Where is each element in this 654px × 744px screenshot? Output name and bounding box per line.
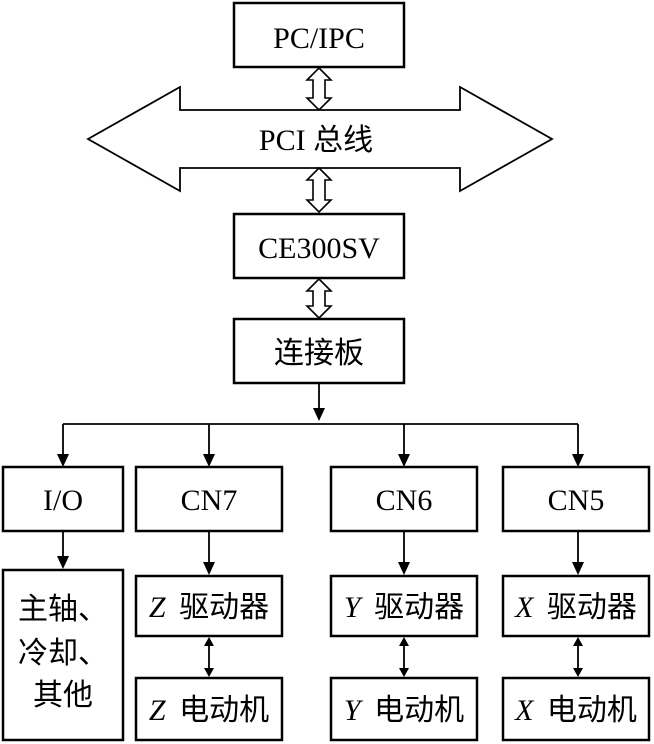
svg-text:Z 驱动器: Z 驱动器 xyxy=(149,591,269,624)
cn7-down-arrowhead xyxy=(203,562,215,575)
svg-text:Y 驱动器: Y 驱动器 xyxy=(344,591,464,624)
y-driver-block: Y 驱动器 xyxy=(329,574,479,638)
x-driver-label: 驱动器 xyxy=(547,591,637,624)
ce300sv-label: CE300SV xyxy=(258,232,380,265)
y-driver-motor-double-arrow xyxy=(399,637,409,677)
pci-bus-arrow: PCI 总线 xyxy=(86,85,554,193)
branch-cn6-arrowhead xyxy=(398,454,410,467)
svg-text:X 电动机: X 电动机 xyxy=(514,694,637,727)
port-cn7-label: CN7 xyxy=(181,484,238,517)
pci-bus-label: PCI 总线 xyxy=(259,124,373,157)
x-motor-label: 电动机 xyxy=(547,694,637,727)
board-down-arrowhead xyxy=(313,408,325,421)
port-cn6-label: CN6 xyxy=(376,484,433,517)
z-driver-axis: Z xyxy=(149,591,166,624)
connection-board-block: 连接板 xyxy=(232,317,406,385)
io-targets-block: 主轴、 冷却、 其他 xyxy=(1,568,125,742)
bus-card-double-arrow xyxy=(305,166,333,214)
card-board-double-arrow xyxy=(305,277,333,320)
z-driver-label: 驱动器 xyxy=(179,591,269,624)
io-target-line-2: 冷却、 xyxy=(18,637,108,670)
ce300sv-block: CE300SV xyxy=(232,212,406,280)
x-driver-axis: X xyxy=(514,591,535,624)
port-cn7-block: CN7 xyxy=(134,465,284,533)
x-driver-motor-double-arrow xyxy=(573,637,583,677)
svg-text:Y 电动机: Y 电动机 xyxy=(344,694,464,727)
branch-cn5-arrowhead xyxy=(572,454,584,467)
branch-io-arrowhead xyxy=(57,454,69,467)
y-motor-block: Y 电动机 xyxy=(329,676,479,742)
pc-ipc-label: PC/IPC xyxy=(273,22,365,55)
svg-text:Z 电动机: Z 电动机 xyxy=(149,694,269,727)
x-driver-block: X 驱动器 xyxy=(501,574,651,638)
x-motor-axis: X xyxy=(514,694,535,727)
cn6-down-arrowhead xyxy=(398,562,410,575)
cn5-down-arrowhead xyxy=(572,562,584,575)
branch-cn7-arrowhead xyxy=(203,454,215,467)
y-motor-axis: Y xyxy=(344,694,364,727)
z-motor-block: Z 电动机 xyxy=(134,676,284,742)
x-motor-block: X 电动机 xyxy=(501,676,651,742)
port-io-block: I/O xyxy=(1,465,125,533)
z-driver-motor-double-arrow xyxy=(204,637,214,677)
pc-ipc-block: PC/IPC xyxy=(232,1,406,69)
y-driver-axis: Y xyxy=(344,591,364,624)
port-cn5-block: CN5 xyxy=(501,465,651,533)
svg-text:X 驱动器: X 驱动器 xyxy=(514,591,637,624)
io-down-arrowhead xyxy=(57,556,69,569)
io-target-line-1: 主轴、 xyxy=(18,593,108,626)
z-driver-block: Z 驱动器 xyxy=(134,574,284,638)
z-motor-label: 电动机 xyxy=(179,694,269,727)
pc-bus-double-arrow xyxy=(305,66,333,112)
y-driver-label: 驱动器 xyxy=(374,591,464,624)
y-motor-label: 电动机 xyxy=(374,694,464,727)
io-target-line-3: 其他 xyxy=(33,679,93,712)
z-motor-axis: Z xyxy=(149,694,166,727)
port-cn6-block: CN6 xyxy=(329,465,479,533)
port-cn5-label: CN5 xyxy=(548,484,605,517)
port-io-label: I/O xyxy=(43,484,83,517)
connection-board-label: 连接板 xyxy=(274,337,364,370)
